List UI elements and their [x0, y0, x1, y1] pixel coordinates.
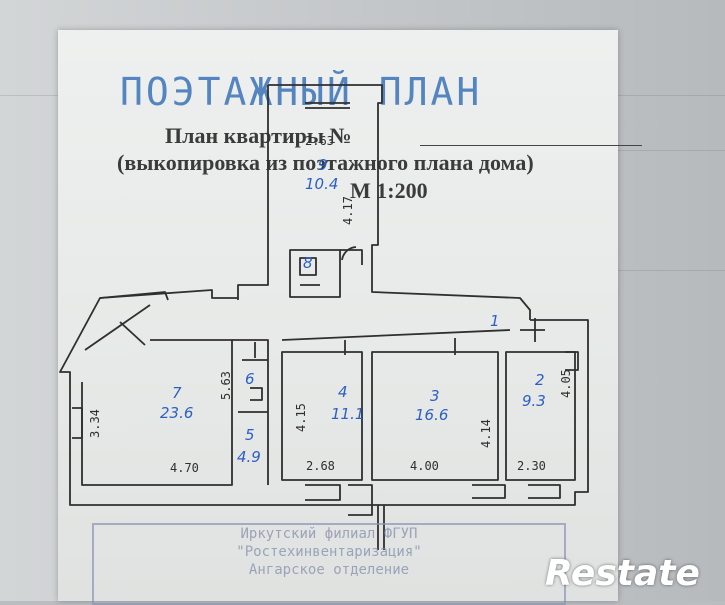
apartment-number-blank [420, 145, 642, 146]
room-5-area: 4.9 [237, 448, 261, 466]
room-2-walls [505, 351, 576, 481]
restate-watermark-logo: Restate [545, 553, 700, 594]
dimension-room-3-length: 4.14 [479, 419, 493, 448]
document-heading: ПОЭТАЖНЫЙ ПЛАН [120, 70, 483, 114]
room-7-number: 7 [172, 384, 182, 402]
dimension-room-4-width: 2.68 [306, 459, 335, 473]
room-8-walls [289, 249, 341, 298]
wall-outline-main [59, 289, 589, 506]
room-9-number: 9 [318, 156, 328, 174]
dimension-room-2-width: 2.30 [517, 459, 546, 473]
dimension-room-2-length: 4.05 [559, 369, 573, 398]
dimension-room-3-width: 4.00 [410, 459, 439, 473]
plan-scale: М 1:200 [350, 178, 428, 203]
dimension-hall-length: 5.63 [219, 371, 233, 400]
room-2-number: 2 [535, 371, 545, 389]
room-1-number: 1 [490, 312, 500, 330]
dimension-kitchen-width: 2.63 [305, 134, 334, 148]
institution-stamp: Иркутский филиал ФГУП "Ростехинвентариза… [92, 523, 566, 605]
room-3-number: 3 [430, 387, 440, 405]
dimension-room-7-height: 3.34 [88, 409, 102, 438]
dimension-kitchen-length: 4.17 [341, 196, 355, 225]
dimension-room-4-length: 4.15 [294, 403, 308, 432]
room-7-walls [81, 339, 233, 486]
room-4-walls [281, 351, 363, 481]
room-7-area: 23.6 [160, 404, 193, 422]
room-4-number: 4 [338, 383, 348, 401]
plan-title: План квартиры № [165, 123, 352, 148]
room-6-number: 6 [245, 370, 255, 388]
room-5-number: 5 [245, 426, 255, 444]
room-8-label: 8 [303, 254, 313, 272]
wall-outline-upper [268, 84, 531, 320]
room-3-walls [371, 351, 499, 481]
wall-outline-tower-left [237, 85, 269, 300]
background-line [600, 270, 725, 271]
room-2-area: 9.3 [522, 392, 546, 410]
room-4-area: 11.1 [331, 405, 364, 423]
stamp-line-3: Ангарское отделение [248, 562, 410, 578]
room-9-area: 10.4 [305, 175, 338, 193]
stamp-line-1: Иркутский филиал ФГУП [240, 526, 418, 542]
stamp-line-2: "Ростехинвентаризация" [236, 544, 422, 560]
plan-subtitle: (выкопировка из поэтажного плана дома) [117, 150, 534, 175]
background-line [600, 150, 725, 151]
wall-outline-left-wing [99, 291, 169, 301]
room-3-area: 16.6 [415, 406, 448, 424]
dimension-room-7-width: 4.70 [170, 461, 199, 475]
